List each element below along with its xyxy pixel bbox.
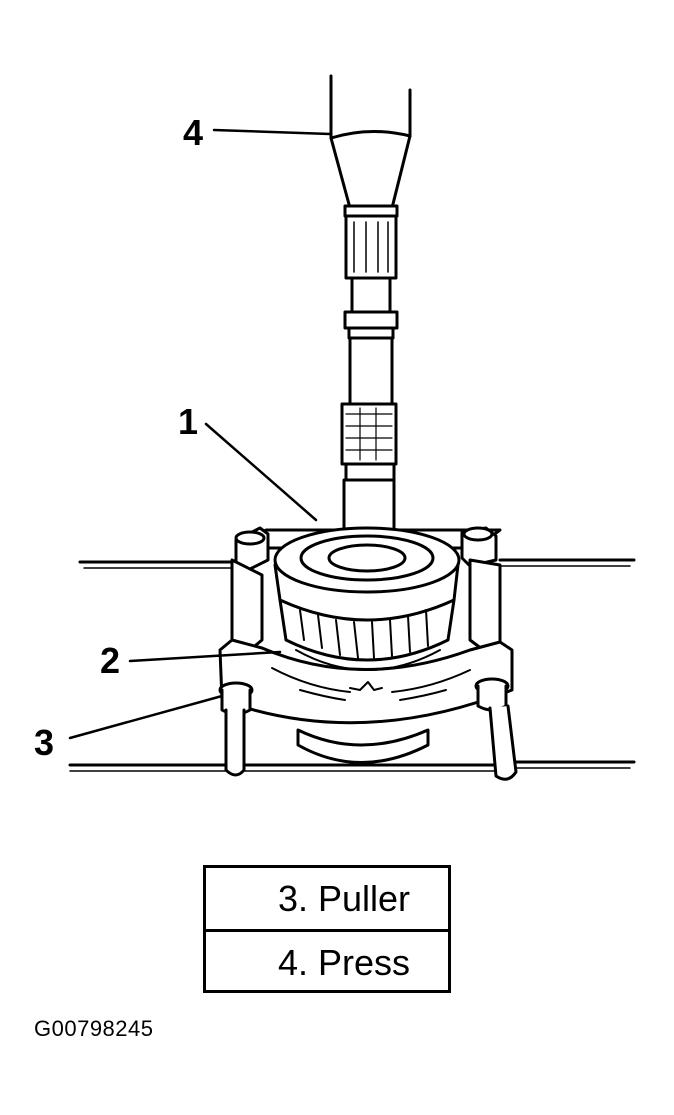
gear bbox=[273, 526, 461, 691]
legend-number: 4. bbox=[277, 941, 308, 983]
legend-row-press: 4. Press bbox=[206, 929, 448, 993]
legend-number: 3. bbox=[277, 877, 308, 919]
press-ram bbox=[329, 74, 412, 218]
press-bed-lines bbox=[68, 558, 636, 772]
callout-2: 2 bbox=[100, 640, 120, 681]
callout-3: 3 bbox=[34, 722, 54, 763]
legend-label: Puller bbox=[318, 877, 411, 919]
figure-id: G00798245 bbox=[34, 1016, 154, 1041]
callout-4: 4 bbox=[183, 112, 203, 153]
leader-lines bbox=[68, 128, 332, 740]
legend-row-puller: 3. Puller bbox=[206, 868, 448, 929]
shaft bbox=[340, 214, 399, 542]
legend-table: 3. Puller 4. Press bbox=[203, 865, 451, 993]
callout-1: 1 bbox=[178, 401, 198, 442]
legend-label: Press bbox=[318, 941, 411, 983]
